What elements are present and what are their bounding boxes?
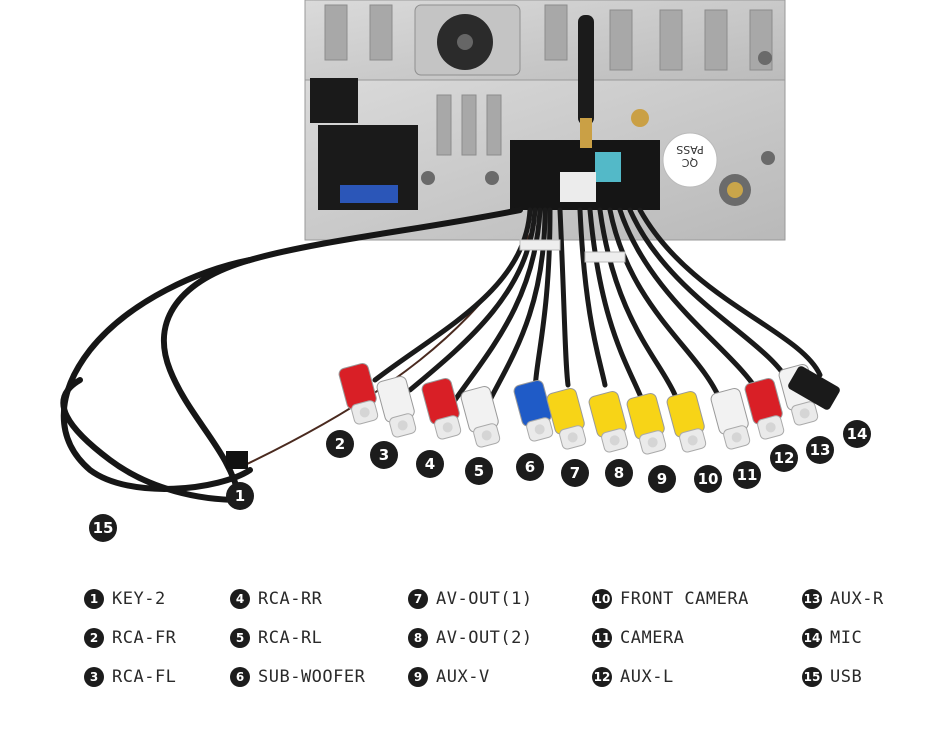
callout-2: 2 (326, 430, 354, 458)
legend-item-camera: 11 CAMERA (592, 626, 684, 650)
legend-number: 10 (592, 589, 612, 609)
rca-plug (513, 379, 554, 442)
legend-label: RCA-RR (258, 589, 323, 609)
legend-item-av-out-2: 8 AV-OUT(2) (408, 626, 533, 650)
rca-plug (626, 392, 667, 455)
legend-item-av-out-1: 7 AV-OUT(1) (408, 587, 533, 611)
callout-3: 3 (370, 441, 398, 469)
callout-9: 9 (648, 465, 676, 493)
legend-label: AUX-V (436, 667, 490, 687)
callout-10: 10 (694, 465, 722, 493)
rca-plug (588, 390, 629, 453)
key2-plug (226, 451, 248, 469)
legend-label: RCA-RL (258, 628, 323, 648)
legend-label: SUB-WOOFER (258, 667, 366, 687)
pass-text: PASS (676, 143, 704, 156)
qc-text: QC (681, 156, 699, 169)
legend-item-usb: 15 USB (802, 665, 862, 689)
legend-label: AV-OUT(1) (436, 589, 533, 609)
legend-item-aux-v: 9 AUX-V (408, 665, 490, 689)
legend-number: 14 (802, 628, 822, 648)
legend-item-mic: 14 MIC (802, 626, 862, 650)
legend-item-key-2: 1 KEY-2 (84, 587, 166, 611)
legend-number: 7 (408, 589, 428, 609)
callout-1: 1 (226, 482, 254, 510)
legend-number: 8 (408, 628, 428, 648)
callout-13: 13 (806, 436, 834, 464)
rca-plug (338, 362, 379, 425)
legend-item-rca-fr: 2 RCA-FR (84, 626, 176, 650)
legend-number: 4 (230, 589, 250, 609)
legend-item-front-camera: 10 FRONT CAMERA (592, 587, 749, 611)
legend-number: 11 (592, 628, 612, 648)
legend-number: 1 (84, 589, 104, 609)
rca-connectors (338, 362, 819, 455)
legend-label: MIC (830, 628, 863, 648)
legend-label: CAMERA (620, 628, 685, 648)
rca-plug (421, 377, 462, 440)
legend-number: 15 (802, 667, 822, 687)
rca-plug (710, 387, 751, 450)
legend-number: 9 (408, 667, 428, 687)
legend-number: 3 (84, 667, 104, 687)
callout-4: 4 (416, 450, 444, 478)
rca-cable-bundle (372, 207, 823, 403)
rca-plug (460, 385, 501, 448)
legend-item-aux-l: 12 AUX-L (592, 665, 674, 689)
rca-plug (744, 377, 785, 440)
legend-number: 13 (802, 589, 822, 609)
rca-plug (546, 387, 587, 450)
legend-item-rca-fl: 3 RCA-FL (84, 665, 176, 689)
callout-15: 15 (89, 514, 117, 542)
mic-jack (788, 366, 840, 410)
usb-cable (60, 207, 523, 503)
callout-7: 7 (561, 459, 589, 487)
legend-item-rca-rl: 5 RCA-RL (230, 626, 322, 650)
callout-12: 12 (770, 444, 798, 472)
legend-number: 6 (230, 667, 250, 687)
legend-number: 12 (592, 667, 612, 687)
legend-item-rca-rr: 4 RCA-RR (230, 587, 322, 611)
legend-number: 2 (84, 628, 104, 648)
legend-label: AV-OUT(2) (436, 628, 533, 648)
rca-plug (666, 390, 707, 453)
callout-5: 5 (465, 457, 493, 485)
legend-label: RCA-FL (112, 667, 177, 687)
legend-number: 5 (230, 628, 250, 648)
callout-14: 14 (843, 420, 871, 448)
legend-item-aux-r: 13 AUX-R (802, 587, 884, 611)
head-unit-wiring-photo (60, 0, 840, 503)
legend-label: RCA-FR (112, 628, 177, 648)
legend-label: KEY-2 (112, 589, 166, 609)
legend-label: AUX-L (620, 667, 674, 687)
legend-label: FRONT CAMERA (620, 589, 749, 609)
legend-label: USB (830, 667, 863, 687)
callout-8: 8 (605, 459, 633, 487)
legend-label: AUX-R (830, 589, 884, 609)
qc-pass-sticker: QC PASS (672, 143, 708, 169)
callout-6: 6 (516, 453, 544, 481)
legend-item-sub-woofer: 6 SUB-WOOFER (230, 665, 365, 689)
rca-plug (376, 375, 417, 438)
head-unit-chassis (304, 0, 786, 241)
callout-11: 11 (733, 461, 761, 489)
